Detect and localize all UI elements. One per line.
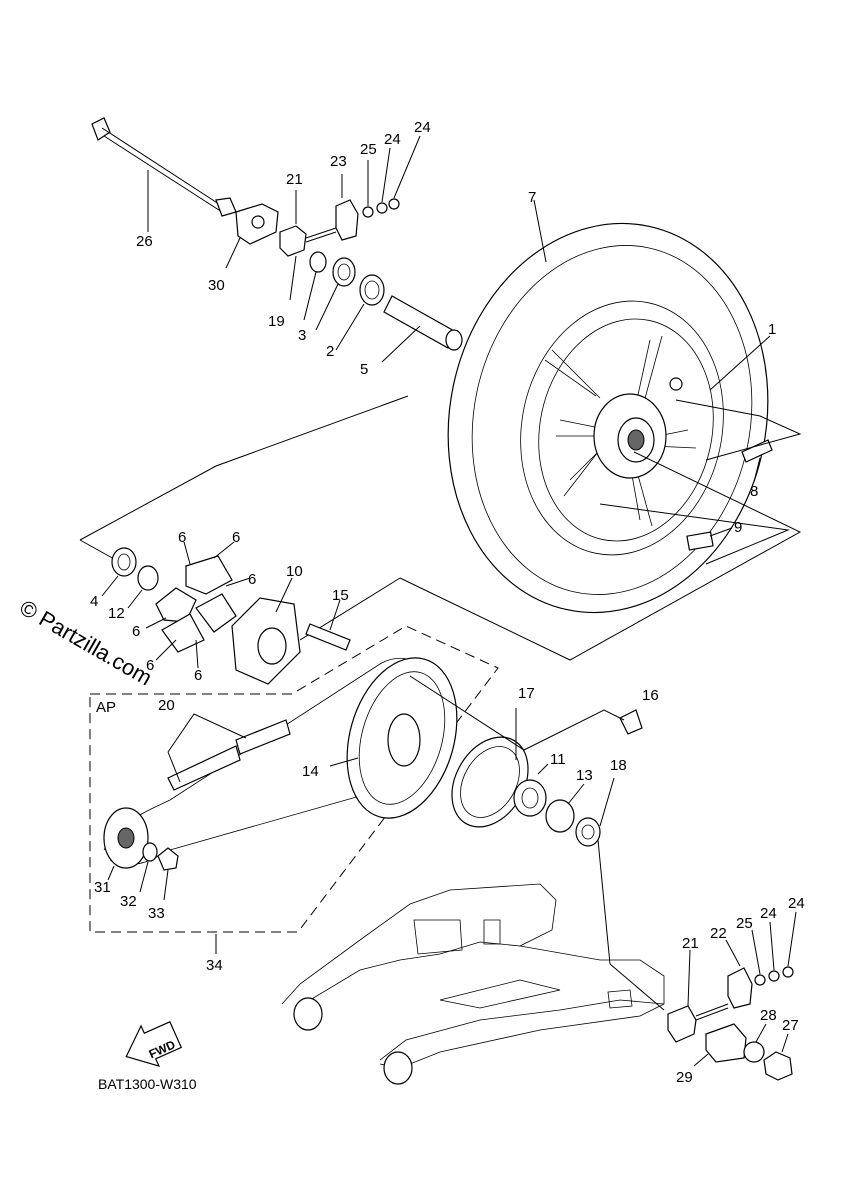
callout-27: 27 <box>782 1017 799 1034</box>
chain-adjuster-top <box>279 135 421 301</box>
partzilla-watermark: © Partzilla.com <box>16 595 157 691</box>
callout-6: 6 <box>146 657 154 674</box>
callout-6: 6 <box>248 571 256 588</box>
rear-wheel-tire <box>447 199 771 614</box>
rear-sprocket <box>329 657 458 819</box>
callout-4: 4 <box>90 593 98 610</box>
axle-spacers-top <box>303 251 463 363</box>
callout-33: 33 <box>148 905 165 922</box>
callout-31: 31 <box>94 879 111 896</box>
callout-18: 18 <box>610 757 627 774</box>
callout-19: 19 <box>268 313 285 330</box>
callout-3: 3 <box>298 327 306 344</box>
callout-22: 22 <box>710 925 727 942</box>
forward-direction-arrow: FWD <box>125 1021 183 1068</box>
callout-17: 17 <box>518 685 535 702</box>
callout-29: 29 <box>676 1069 693 1086</box>
callout-6: 6 <box>178 529 186 546</box>
chain-assembly-box: AP <box>89 625 499 933</box>
callout-7: 7 <box>528 189 536 206</box>
callout-12: 12 <box>108 605 125 622</box>
callout-15: 15 <box>332 587 349 604</box>
callout-23: 23 <box>330 153 347 170</box>
callout-24: 24 <box>760 905 777 922</box>
callout-30: 30 <box>208 277 225 294</box>
callout-16: 16 <box>642 687 659 704</box>
drive-sprocket-parts <box>103 807 179 901</box>
diagram-code: BAT1300-W310 <box>98 1076 197 1092</box>
callout-24: 24 <box>788 895 805 912</box>
callout-6: 6 <box>132 623 140 640</box>
axle-adjuster-plate-left <box>225 203 279 269</box>
valve-and-balance-weight <box>599 399 802 565</box>
callout-21: 21 <box>682 935 699 952</box>
callout-11: 11 <box>550 751 566 768</box>
callout-28: 28 <box>760 1007 777 1024</box>
hub-bearings-right <box>409 675 643 965</box>
callout-6: 6 <box>232 529 240 546</box>
callout-24: 24 <box>384 131 401 148</box>
callout-2: 2 <box>326 343 334 360</box>
callout-9: 9 <box>734 519 742 536</box>
callout-25: 25 <box>736 915 753 932</box>
swingarm <box>281 883 665 1085</box>
rear-axle <box>91 117 237 232</box>
callout-6: 6 <box>194 667 202 684</box>
ap-label: AP <box>96 699 116 716</box>
callout-labels: 26 30 21 23 25 24 24 19 3 2 5 7 1 8 9 4 … <box>90 119 805 1086</box>
callout-21: 21 <box>286 171 303 188</box>
callout-1: 1 <box>768 321 776 338</box>
chain-adjuster-right <box>609 911 797 1081</box>
hub-damper-group <box>101 541 351 685</box>
callout-8: 8 <box>750 483 758 500</box>
callout-5: 5 <box>360 361 368 378</box>
callout-14: 14 <box>302 763 319 780</box>
callout-25: 25 <box>360 141 377 158</box>
callout-34: 34 <box>206 957 223 974</box>
callout-26: 26 <box>136 233 153 250</box>
callout-13: 13 <box>576 767 593 784</box>
callout-10: 10 <box>286 563 303 580</box>
callout-24: 24 <box>414 119 431 136</box>
callout-32: 32 <box>120 893 137 910</box>
callout-20: 20 <box>158 697 175 714</box>
